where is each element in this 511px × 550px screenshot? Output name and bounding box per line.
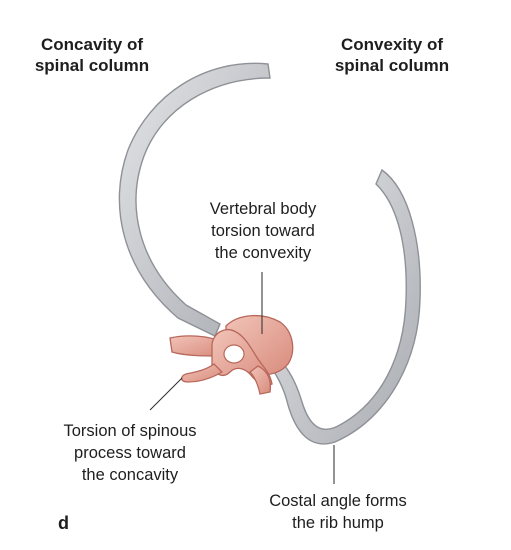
label-spinous-process-torsion: Torsion of spinous process toward the co… [63, 422, 197, 484]
label-convexity: Convexity of spinal column [334, 35, 450, 75]
vertebra [169, 315, 294, 395]
spinous-process [181, 363, 224, 383]
label-vertebral-body-torsion: Vertebral body torsion toward the convex… [209, 200, 317, 262]
label-costal-angle: Costal angle forms the rib hump [269, 492, 407, 532]
panel-letter: d [58, 513, 69, 533]
leader-spinous-process [149, 377, 183, 411]
label-concavity: Concavity of spinal column [34, 35, 150, 75]
